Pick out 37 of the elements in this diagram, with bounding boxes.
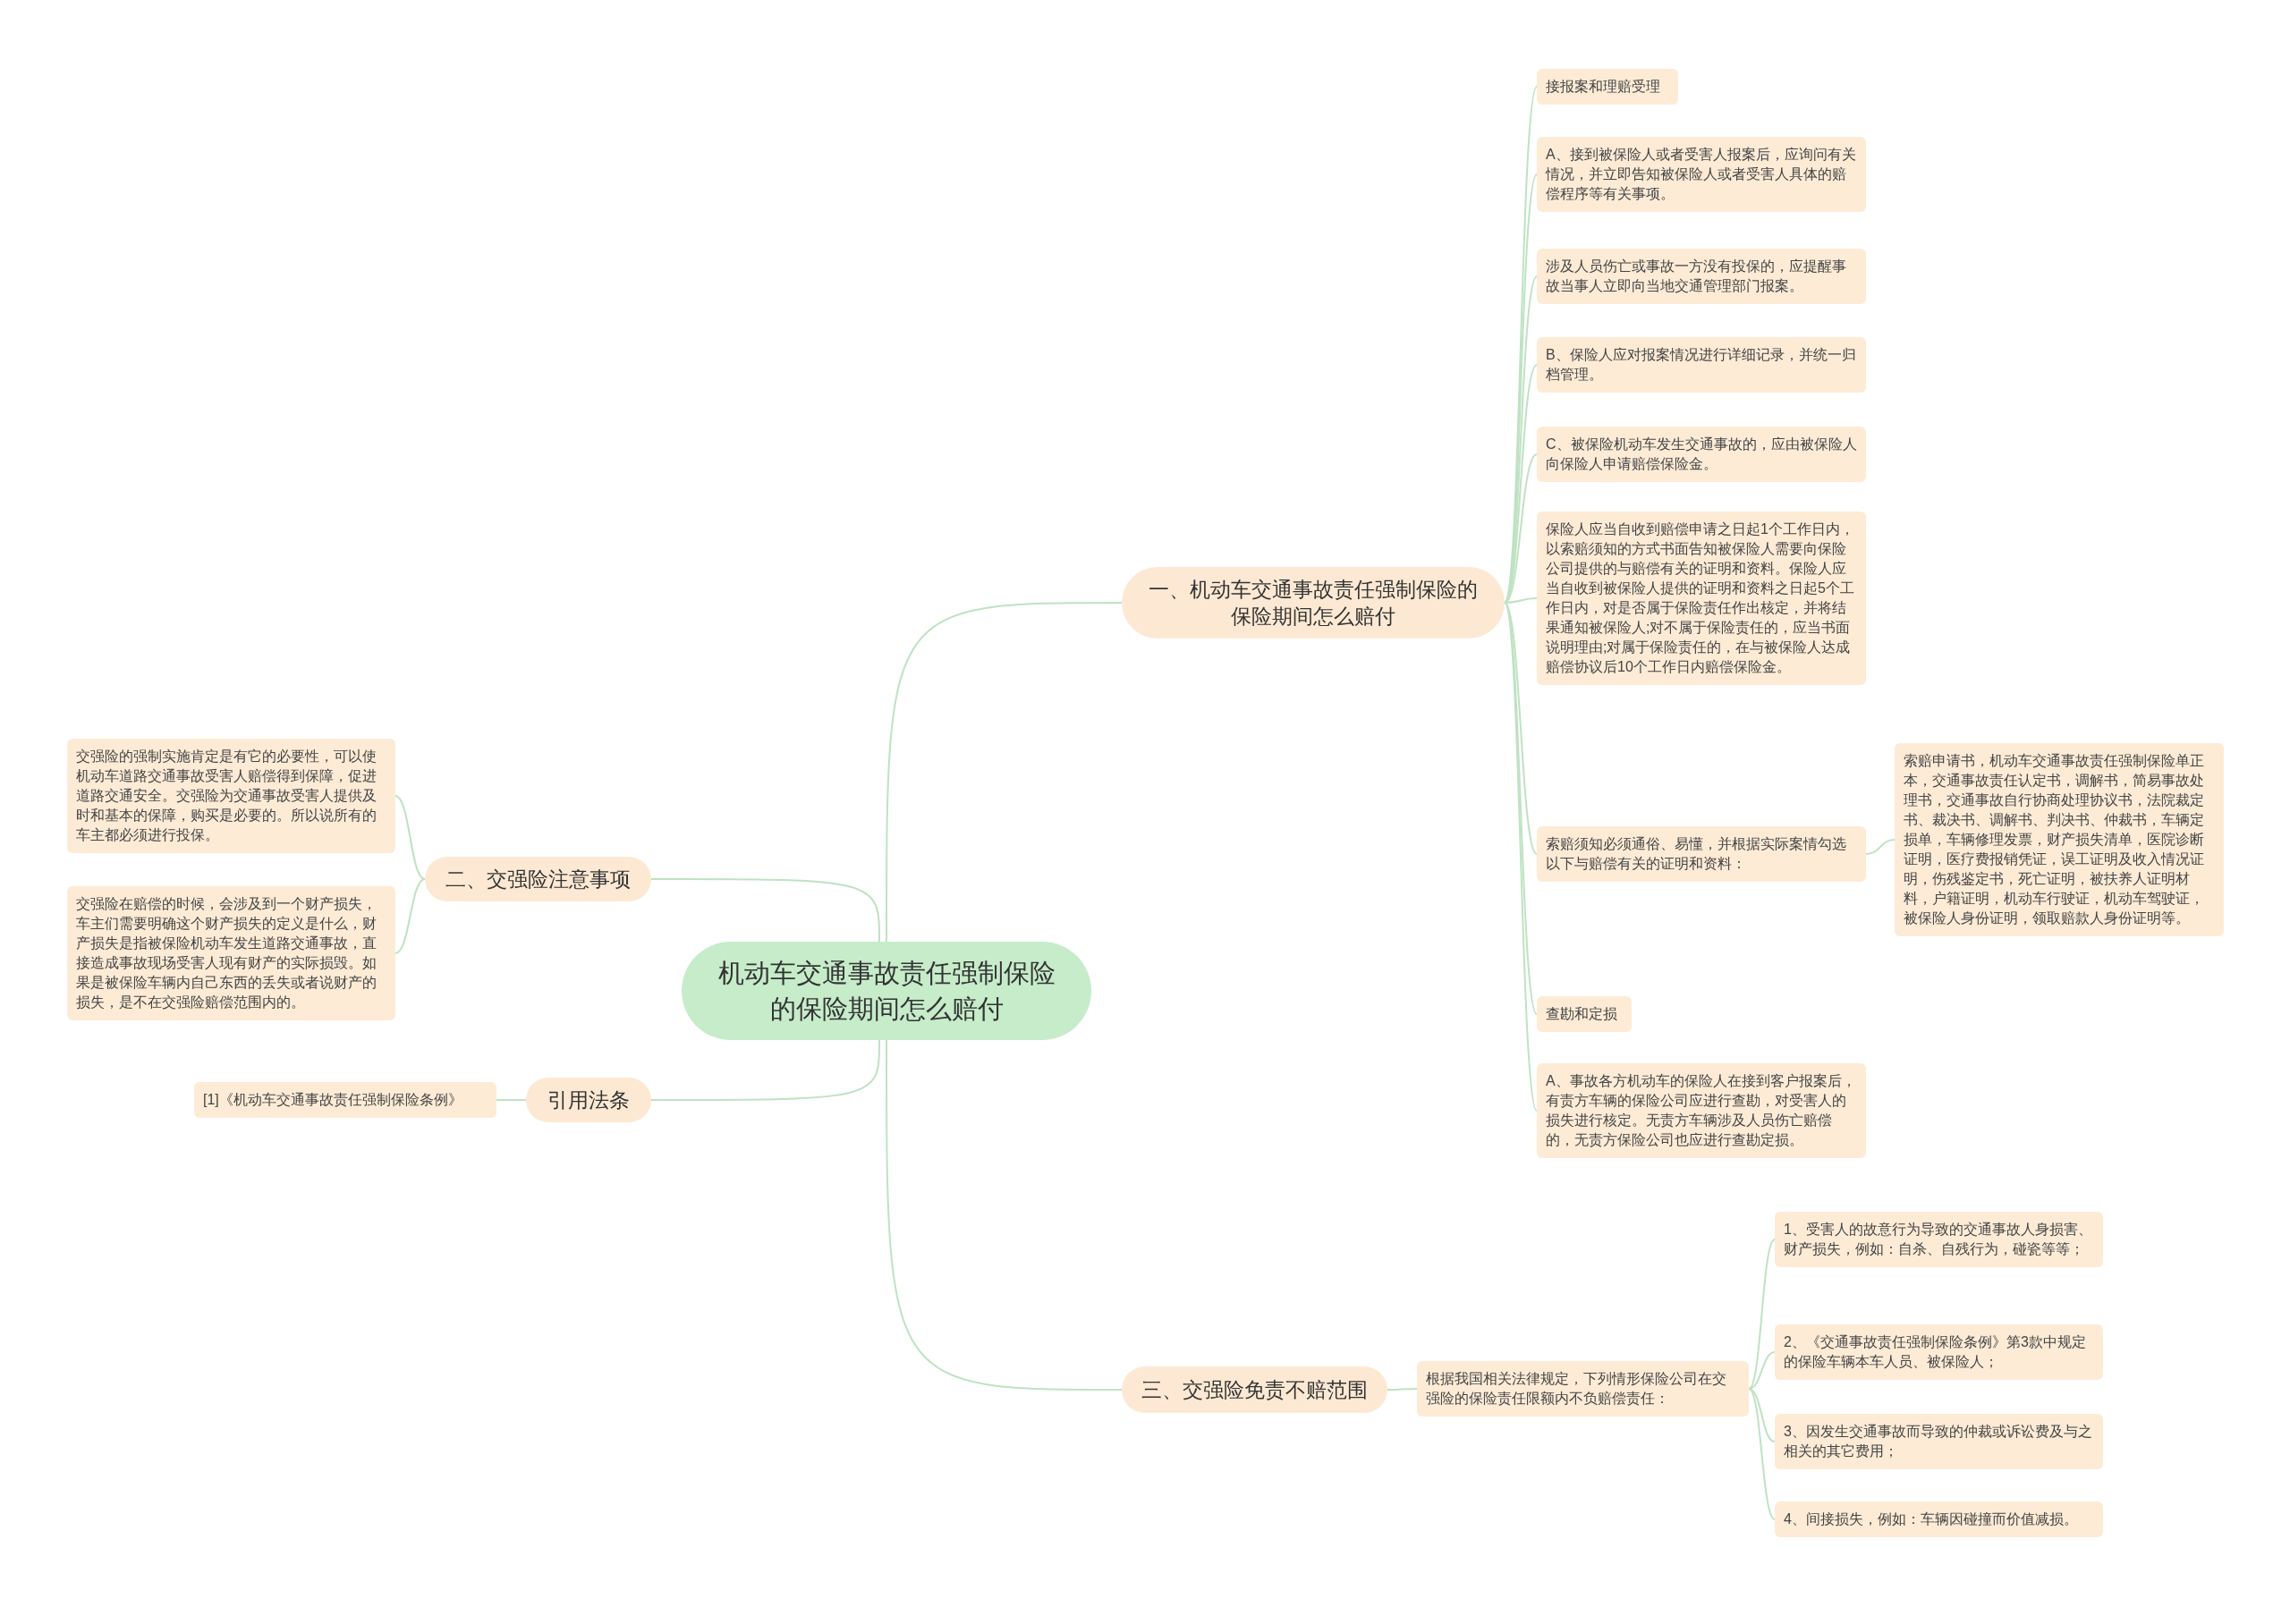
topic-pill: 一、机动车交通事故责任强制保险的保险期间怎么赔付 bbox=[1122, 567, 1505, 639]
note-box: 根据我国相关法律规定，下列情形保险公司在交强险的保险责任限额内不负赔偿责任： bbox=[1417, 1361, 1749, 1417]
connector-line bbox=[1504, 602, 1538, 855]
note-box: [1]《机动车交通事故责任强制保险条例》 bbox=[194, 1082, 496, 1118]
note-box: 接报案和理赔受理 bbox=[1537, 69, 1678, 105]
note-box: 交强险的强制实施肯定是有它的必要性，可以使机动车道路交通事故受害人赔偿得到保障，促进道路交通安全。交强险为交通事故受害人提供及时和基本的保障，购买是必要的。所以说所有的车主都必须进行投保。 bbox=[67, 739, 395, 853]
central-topic: 机动车交通事故责任强制保险的保险期间怎么赔付 bbox=[682, 942, 1091, 1040]
note-box: 索赔须知必须通俗、易懂，并根据实际案情勾选以下与赔偿有关的证明和资料： bbox=[1537, 826, 1866, 882]
connector-line bbox=[1748, 1351, 1776, 1390]
connector-line bbox=[1387, 1388, 1418, 1391]
note-box: 3、因发生交通事故而导致的仲裁或诉讼费及与之相关的其它费用； bbox=[1775, 1414, 2103, 1469]
note-box: A、事故各方机动车的保险人在接到客户报案后，有责方车辆的保险公司应进行查勘，对受害人的损失进行核定。无责方车辆涉及人员伤亡赔偿的，无责方保险公司也应进行查勘定损。 bbox=[1537, 1063, 1866, 1158]
note-box: 查勘和定损 bbox=[1537, 996, 1632, 1032]
connector-line bbox=[650, 878, 880, 943]
connector-line bbox=[394, 795, 426, 880]
connector-line bbox=[1748, 1388, 1776, 1520]
connector-line bbox=[1504, 597, 1538, 604]
note-box: 涉及人员伤亡或事故一方没有投保的，应提醒事故当事人立即向当地交通管理部门报案。 bbox=[1537, 249, 1866, 304]
note-box: 保险人应当自收到赔偿申请之日起1个工作日内，以索赔须知的方式书面告知被保险人需要向保险公司提供的与赔偿有关的证明和资料。保险人应当自收到被保险人提供的证明和资料之日起5个工作日内，对是否属于保险责任作出核定，并将结果通知被保险人;对不属于保险责任的，应当书面说明理由;对属于保险责任的，在与被保险人达成赔偿协议后10个工作日内赔偿保险金。 bbox=[1537, 512, 1866, 685]
topic-pill: 二、交强险注意事项 bbox=[425, 857, 651, 901]
connector-line bbox=[1865, 839, 1896, 855]
note-box: 2、《交通事故责任强制保险条例》第3款中规定的保险车辆本车人员、被保险人； bbox=[1775, 1324, 2103, 1380]
note-box: C、被保险机动车发生交通事故的，应由被保险人向保险人申请赔偿保险金。 bbox=[1537, 427, 1866, 482]
note-box: 索赔申请书，机动车交通事故责任强制保险单正本，交通事故责任认定书，调解书，简易事故处理书，交通事故自行协商处理协议书，法院裁定书、裁决书、调解书、判决书、仲裁书，车辆定损单，车辆修理发票，财产损失清单，医院诊断证明，医疗费报销凭证，误工证明及收入情况证明，伤残鉴定书，死亡证明，被扶养人证明材料，户籍证明，机动车行驶证，机动车驾驶证，被保险人身份证明，领取赔款人身份证明等。 bbox=[1895, 743, 2224, 936]
connector-line bbox=[886, 1039, 1123, 1391]
connector-line bbox=[650, 1039, 880, 1101]
note-box: 4、间接损失，例如：车辆因碰撞而价值减损。 bbox=[1775, 1501, 2103, 1537]
note-box: A、接到被保险人或者受害人报案后，应询问有关情况，并立即告知被保险人或者受害人具体的赔偿程序等有关事项。 bbox=[1537, 137, 1866, 212]
note-box: B、保险人应对报案情况进行详细记录，并统一归档管理。 bbox=[1537, 337, 1866, 393]
connector-line bbox=[496, 1099, 527, 1101]
connector-line bbox=[394, 878, 426, 954]
topic-pill: 引用法条 bbox=[526, 1078, 651, 1122]
topic-pill: 三、交强险免责不赔范围 bbox=[1122, 1366, 1387, 1413]
note-box: 1、受害人的故意行为导致的交通事故人身损害、财产损失，例如：自杀、自残行为，碰瓷等等； bbox=[1775, 1212, 2103, 1267]
connector-line bbox=[886, 602, 1123, 943]
note-box: 交强险在赔偿的时候，会涉及到一个财产损失，车主们需要明确这个财产损失的定义是什么，财产损失是指被保险机动车发生道路交通事故，直接造成事故现场受害人现有财产的实际损毁。如果是被保险车辆内自己东西的丢失或者说财产的损失，是不在交强险赔偿范围内的。 bbox=[67, 886, 395, 1020]
connector-line bbox=[1748, 1239, 1776, 1390]
